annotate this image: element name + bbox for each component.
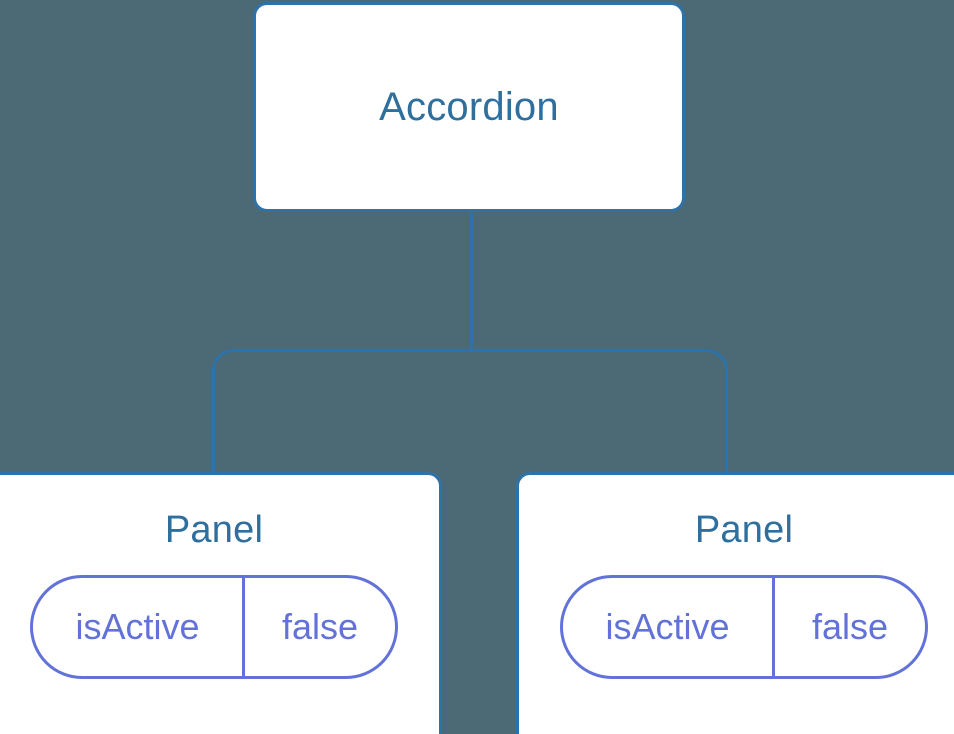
node-panel-1[interactable]: Panel isActive false [516,472,954,734]
node-title: Panel [164,509,264,551]
connector-branch-left [212,349,472,478]
node-panel-0[interactable]: Panel isActive false [0,472,442,734]
prop-key: isActive [563,578,775,676]
node-title: Panel [694,509,794,551]
node-title: Accordion [379,85,559,129]
prop-key: isActive [33,578,245,676]
prop-value: false [281,606,359,647]
prop-pill-isactive[interactable]: isActive false [30,575,398,679]
connector-branch-right [471,349,728,478]
prop-pill-isactive[interactable]: isActive false [560,575,928,679]
node-accordion[interactable]: Accordion [253,2,685,212]
prop-value: false [811,606,889,647]
